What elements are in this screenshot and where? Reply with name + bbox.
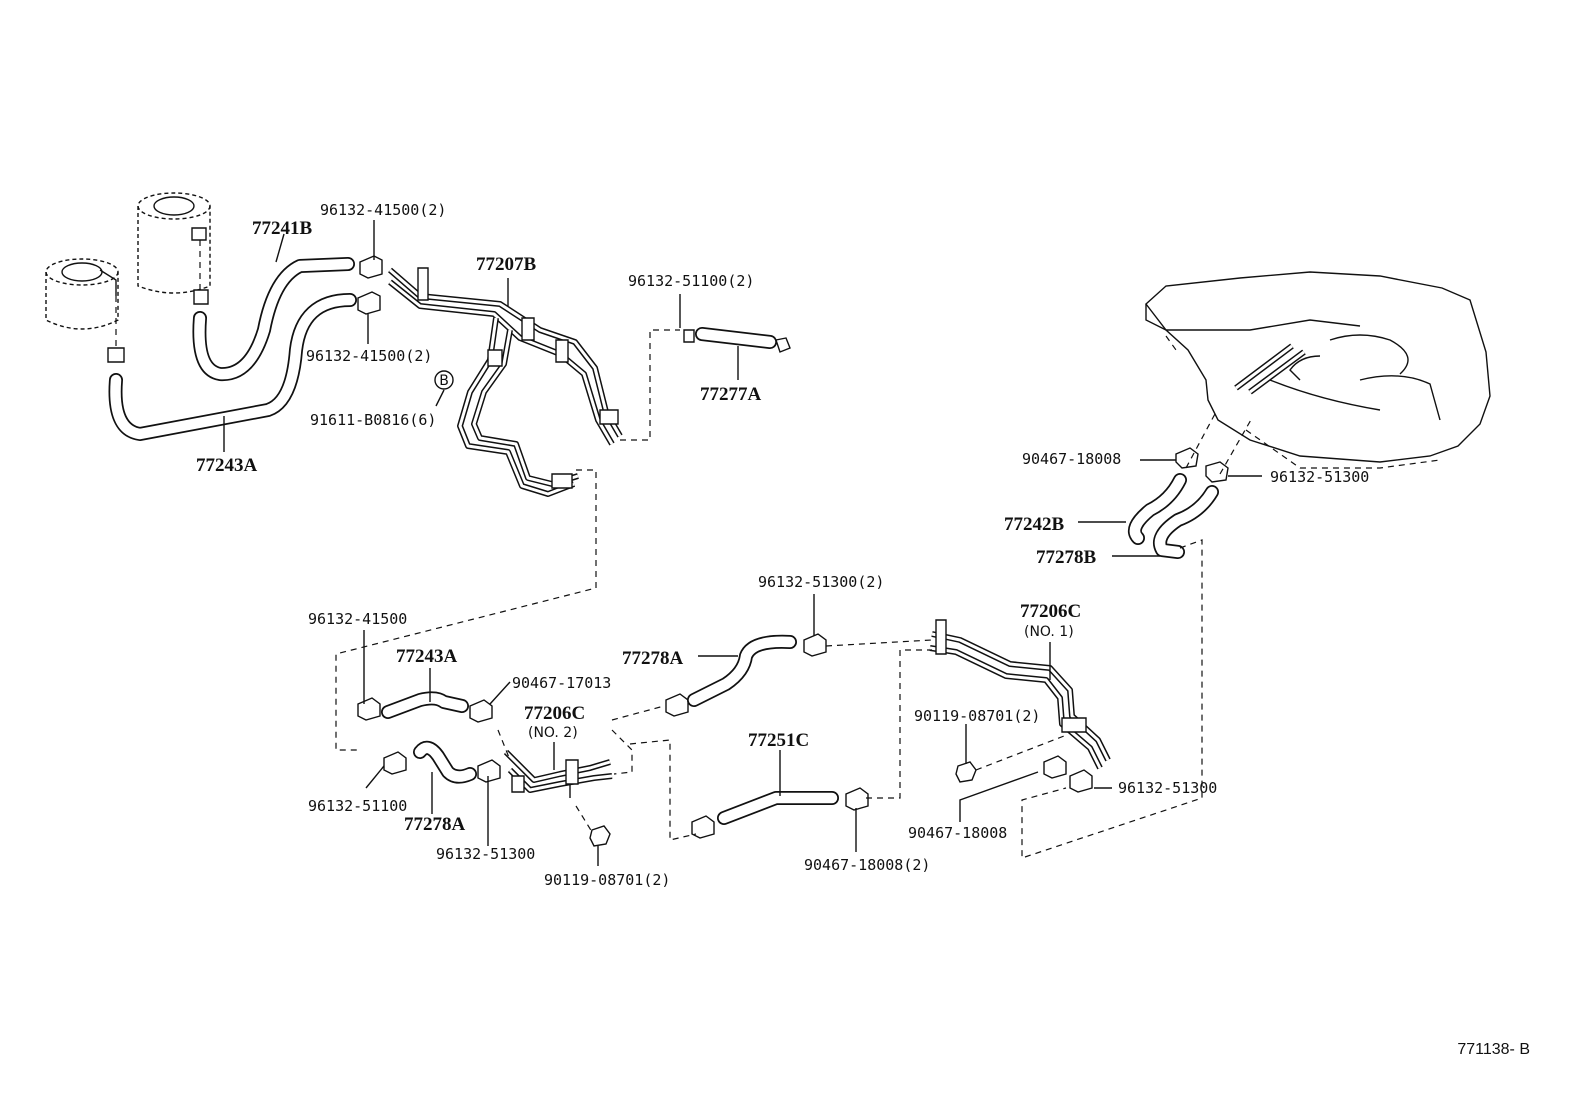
charcoal-canister-front [45, 258, 125, 363]
clamp-mid-a [665, 693, 689, 717]
clamp-tank-b [1205, 461, 1229, 483]
callout-90119-08701-2-right: 90119-08701(2) [914, 707, 1040, 725]
clamp-77251c-b [845, 787, 869, 811]
callout-96132-41500-lower: 96132-41500 [308, 610, 407, 628]
callout-77206c-no2: 77206C [524, 703, 585, 724]
bolt-lower-a [589, 825, 611, 847]
figure-code: 771138- B [1457, 1041, 1530, 1058]
fuel-pipe-77206c-no1 [929, 619, 1111, 770]
clamp-77251c-a [691, 815, 715, 839]
bolt-lower-b [955, 761, 977, 783]
fuel-pipe-77206c-no2 [503, 749, 613, 798]
callout-77243a-upper: 77243A [196, 455, 258, 476]
clamp-lower-51300-a [477, 759, 501, 783]
clamp-mid-b [803, 633, 827, 657]
callout-90467-18008-2: 90467-18008(2) [804, 856, 930, 874]
hose-77278a-lower [413, 740, 477, 784]
connection-lines [335, 329, 1441, 859]
clamp-upper-a [359, 255, 383, 279]
callout-96132-51100: 96132-51100 [308, 797, 407, 815]
callout-77241b: 77241B [252, 218, 313, 239]
callout-90119-08701-2-left: 90119-08701(2) [544, 871, 670, 889]
callout-96132-41500-2-bottom: 96132-41500(2) [306, 347, 432, 365]
callout-77243a-lower: 77243A [396, 646, 458, 667]
hose-77241b [192, 257, 355, 382]
callout-77207b: 77207B [476, 254, 537, 275]
clamp-lower-17013 [469, 699, 493, 723]
callout-96132-41500-2-top: 96132-41500(2) [320, 201, 446, 219]
clamp-lower-51100 [383, 751, 407, 775]
callout-77278a-mid: 77278A [622, 648, 684, 669]
clamp-upper-b [357, 291, 381, 315]
marker-b-label: B [439, 373, 449, 389]
marker-b: B [434, 370, 454, 390]
callout-77278b: 77278B [1036, 547, 1097, 568]
hose-77242b [1128, 473, 1187, 545]
callout-90467-18008-upper: 90467-18008 [1022, 450, 1121, 468]
callout-no2: (NO. 2) [528, 725, 578, 741]
clamp-lower-41500 [357, 697, 381, 721]
callout-77278a-lower: 77278A [404, 814, 466, 835]
callout-77242b: 77242B [1004, 514, 1065, 535]
callout-91611-b0816-6: 91611-B0816(6) [310, 411, 436, 429]
callout-90467-17013: 90467-17013 [512, 674, 611, 692]
fuel-pipe-77207b [388, 267, 623, 497]
callout-no1: (NO. 1) [1024, 624, 1074, 640]
callout-90467-18008-lower: 90467-18008 [908, 824, 1007, 842]
callout-96132-51300-upper: 96132-51300 [1270, 468, 1369, 486]
callout-96132-51300-lower: 96132-51300 [436, 845, 535, 863]
callout-96132-51300-2: 96132-51300(2) [758, 573, 884, 591]
fuel-tank [1145, 271, 1491, 463]
clamp-lower-right-b [1069, 769, 1093, 793]
callout-96132-51100-2: 96132-51100(2) [628, 272, 754, 290]
callout-77206c-no1: 77206C [1020, 601, 1081, 622]
hose-77243a-upper [108, 293, 357, 441]
hose-77243a-lower [381, 691, 469, 719]
clamp-tank-a [1175, 447, 1199, 469]
hose-77278a-mid [687, 634, 797, 707]
hose-77277a [683, 327, 791, 353]
leader-lines [223, 220, 1262, 866]
charcoal-canister-rear [137, 192, 211, 305]
hose-77251c [717, 791, 839, 825]
hose-77278b [1153, 485, 1219, 559]
callout-77251c: 77251C [748, 730, 809, 751]
callout-77277a: 77277A [700, 384, 762, 405]
clamp-lower-right-a [1043, 755, 1067, 779]
callout-96132-51300-right: 96132-51300 [1118, 779, 1217, 797]
